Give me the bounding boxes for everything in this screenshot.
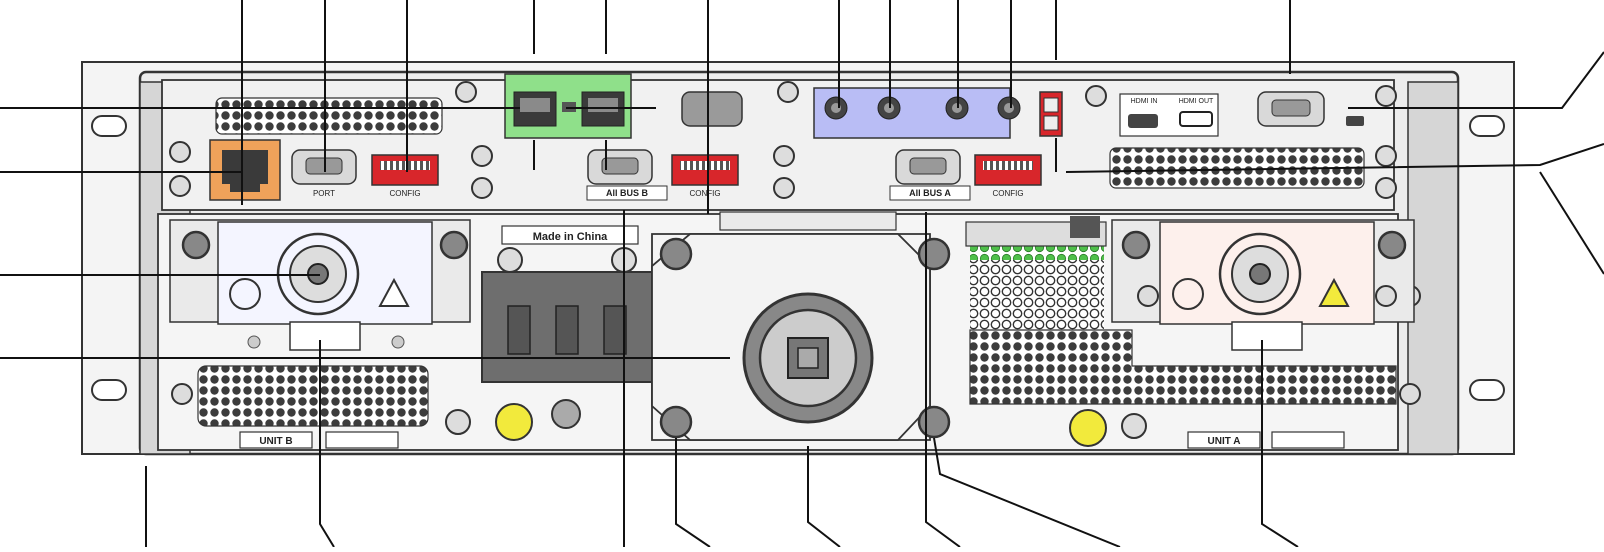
- port-label: PORT: [313, 189, 335, 198]
- usb-port-icon[interactable]: [1346, 116, 1364, 126]
- rotate-icon: [1172, 278, 1204, 310]
- ground-icon: [495, 403, 533, 441]
- thumbscrew-icon[interactable]: [659, 237, 693, 271]
- hdmi-out-port-icon[interactable]: [1179, 111, 1213, 127]
- thumbscrew-icon[interactable]: [917, 237, 951, 271]
- thumbscrew-icon[interactable]: [1121, 230, 1151, 260]
- config-label-mid: CONFIG: [689, 189, 720, 198]
- hdmi-out-label: HDMI OUT: [1179, 98, 1214, 105]
- bnc-panel: [813, 87, 1011, 139]
- power-supply-b: UNIT B: [169, 219, 471, 449]
- rack-slot: [91, 115, 127, 137]
- rack-slot: [91, 379, 127, 401]
- thumbscrew-icon[interactable]: [439, 230, 469, 260]
- power-inlet-a-icon[interactable]: [1218, 232, 1302, 316]
- bus-b-label: All BUS B: [606, 188, 649, 198]
- hdmi-in-port-icon[interactable]: [1128, 114, 1158, 128]
- vent-grilles: [197, 97, 1397, 427]
- made-in-label: Made in China: [533, 231, 608, 243]
- unit-b-label: UNIT B: [259, 436, 292, 447]
- warning-icon: [378, 277, 410, 307]
- hdmi-in-label: HDMI IN: [1131, 98, 1158, 105]
- config-label-b: CONFIG: [389, 189, 420, 198]
- thumbscrew-icon[interactable]: [659, 405, 693, 439]
- rotate-icon: [229, 278, 261, 310]
- rack-slot: [1469, 379, 1505, 401]
- unit-a-label: UNIT A: [1208, 436, 1241, 447]
- thumbscrew-icon[interactable]: [181, 230, 211, 260]
- thumbscrew-icon[interactable]: [917, 405, 951, 439]
- ground-icon: [1069, 409, 1107, 447]
- bus-a-label: All BUS A: [909, 188, 951, 198]
- rack-slot: [1469, 115, 1505, 137]
- config-label-a: CONFIG: [992, 189, 1023, 198]
- center-module: [651, 211, 951, 441]
- serial-connector-icon[interactable]: [681, 91, 743, 127]
- power-supply-a: UNIT A: [965, 216, 1415, 449]
- warning-icon: [1318, 277, 1350, 307]
- thumbscrew-icon[interactable]: [1377, 230, 1407, 260]
